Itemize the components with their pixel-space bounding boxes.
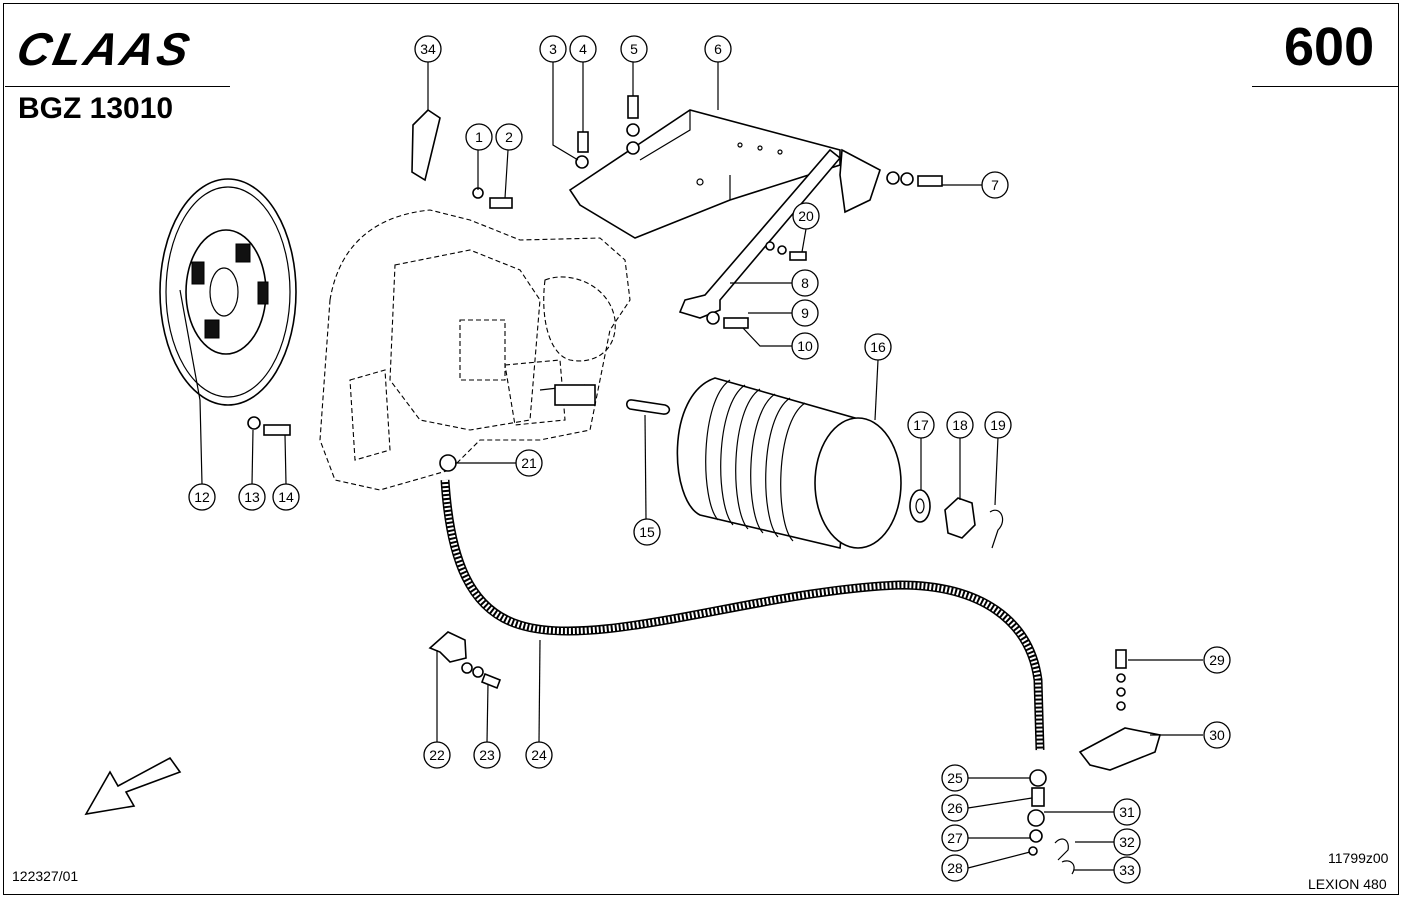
svg-text:1: 1 (475, 129, 483, 145)
callout-5: 5 (620, 35, 648, 63)
hose-clamp (428, 631, 467, 663)
split-pin (989, 509, 1004, 549)
drawing-frame (3, 3, 1399, 895)
callout-3: 3 (539, 35, 567, 63)
callout-2: 2 (495, 123, 523, 151)
callout-25: 25 (941, 764, 969, 792)
callout-23: 23 (473, 741, 501, 769)
header-rule (5, 86, 230, 87)
callout-34: 34 (414, 35, 442, 63)
svg-text:22: 22 (429, 747, 445, 763)
callout-6: 6 (704, 35, 732, 63)
pipe-clip (1078, 727, 1162, 771)
gearbox-housing (319, 209, 631, 491)
callout-32: 32 (1113, 828, 1141, 856)
svg-text:13: 13 (244, 489, 260, 505)
callout-21: 21 (515, 449, 543, 477)
fasteners (247, 95, 1127, 875)
cover-plate (411, 108, 441, 182)
callout-20: 20 (792, 202, 820, 230)
drawing-number: 122327/01 (12, 868, 79, 884)
callout-28: 28 (941, 854, 969, 882)
callout-9: 9 (791, 299, 819, 327)
callout-4: 4 (569, 35, 597, 63)
callout-24: 24 (525, 741, 553, 769)
callout-10: 10 (791, 332, 819, 360)
feather-key (626, 399, 671, 415)
leader-lines (179, 60, 1203, 871)
support-stay (678, 148, 842, 319)
callout-16: 16 (864, 333, 892, 361)
direction-arrow-icon (84, 756, 182, 816)
svg-text:34: 34 (420, 41, 436, 57)
svg-text:25: 25 (947, 770, 963, 786)
machine-model: LEXION 480 (1308, 876, 1387, 892)
svg-text:14: 14 (278, 489, 294, 505)
svg-text:12: 12 (194, 489, 210, 505)
mounting-bracket (568, 109, 881, 239)
oil-hose (440, 479, 1045, 751)
callout-26: 26 (941, 794, 969, 822)
page-number-rule (1252, 86, 1399, 87)
svg-text:30: 30 (1209, 727, 1225, 743)
svg-text:18: 18 (952, 417, 968, 433)
svg-text:10: 10 (797, 338, 813, 354)
callout-22: 22 (423, 741, 451, 769)
callout-30: 30 (1203, 721, 1231, 749)
callout-8: 8 (791, 269, 819, 297)
svg-text:15: 15 (639, 524, 655, 540)
document-code: BGZ 13010 (18, 92, 174, 125)
callout-13: 13 (238, 483, 266, 511)
illustration-code: 11799z00 (1328, 850, 1389, 866)
svg-text:2: 2 (505, 129, 513, 145)
page-number: 600 (1284, 17, 1375, 77)
callout-31: 31 (1113, 798, 1141, 826)
callout-27: 27 (941, 824, 969, 852)
clutch-disc (159, 178, 297, 406)
callout-33: 33 (1113, 856, 1141, 884)
svg-text:26: 26 (947, 800, 963, 816)
svg-text:17: 17 (913, 417, 929, 433)
svg-text:33: 33 (1119, 862, 1135, 878)
callout-15: 15 (633, 518, 661, 546)
svg-text:5: 5 (630, 41, 638, 57)
svg-text:9: 9 (801, 305, 809, 321)
callout-17: 17 (907, 411, 935, 439)
callout-7: 7 (981, 171, 1009, 199)
svg-text:31: 31 (1119, 804, 1135, 820)
callout-19: 19 (984, 411, 1012, 439)
svg-text:8: 8 (801, 275, 809, 291)
washer-17 (909, 489, 931, 523)
callout-18: 18 (946, 411, 974, 439)
callout-14: 14 (272, 483, 300, 511)
callout-1: 1 (465, 123, 493, 151)
svg-text:3: 3 (549, 41, 557, 57)
svg-text:32: 32 (1119, 834, 1135, 850)
svg-text:19: 19 (990, 417, 1006, 433)
svg-text:29: 29 (1209, 652, 1225, 668)
svg-text:21: 21 (521, 455, 537, 471)
svg-text:23: 23 (479, 747, 495, 763)
svg-text:27: 27 (947, 830, 963, 846)
callout-12: 12 (188, 483, 216, 511)
svg-text:28: 28 (947, 860, 963, 876)
svg-text:20: 20 (798, 208, 814, 224)
svg-text:6: 6 (714, 41, 722, 57)
svg-text:7: 7 (991, 177, 999, 193)
svg-text:16: 16 (870, 339, 886, 355)
belt-pulley (676, 377, 902, 549)
callout-29: 29 (1203, 646, 1231, 674)
svg-text:24: 24 (531, 747, 547, 763)
svg-text:4: 4 (579, 41, 587, 57)
castle-nut (944, 497, 976, 539)
